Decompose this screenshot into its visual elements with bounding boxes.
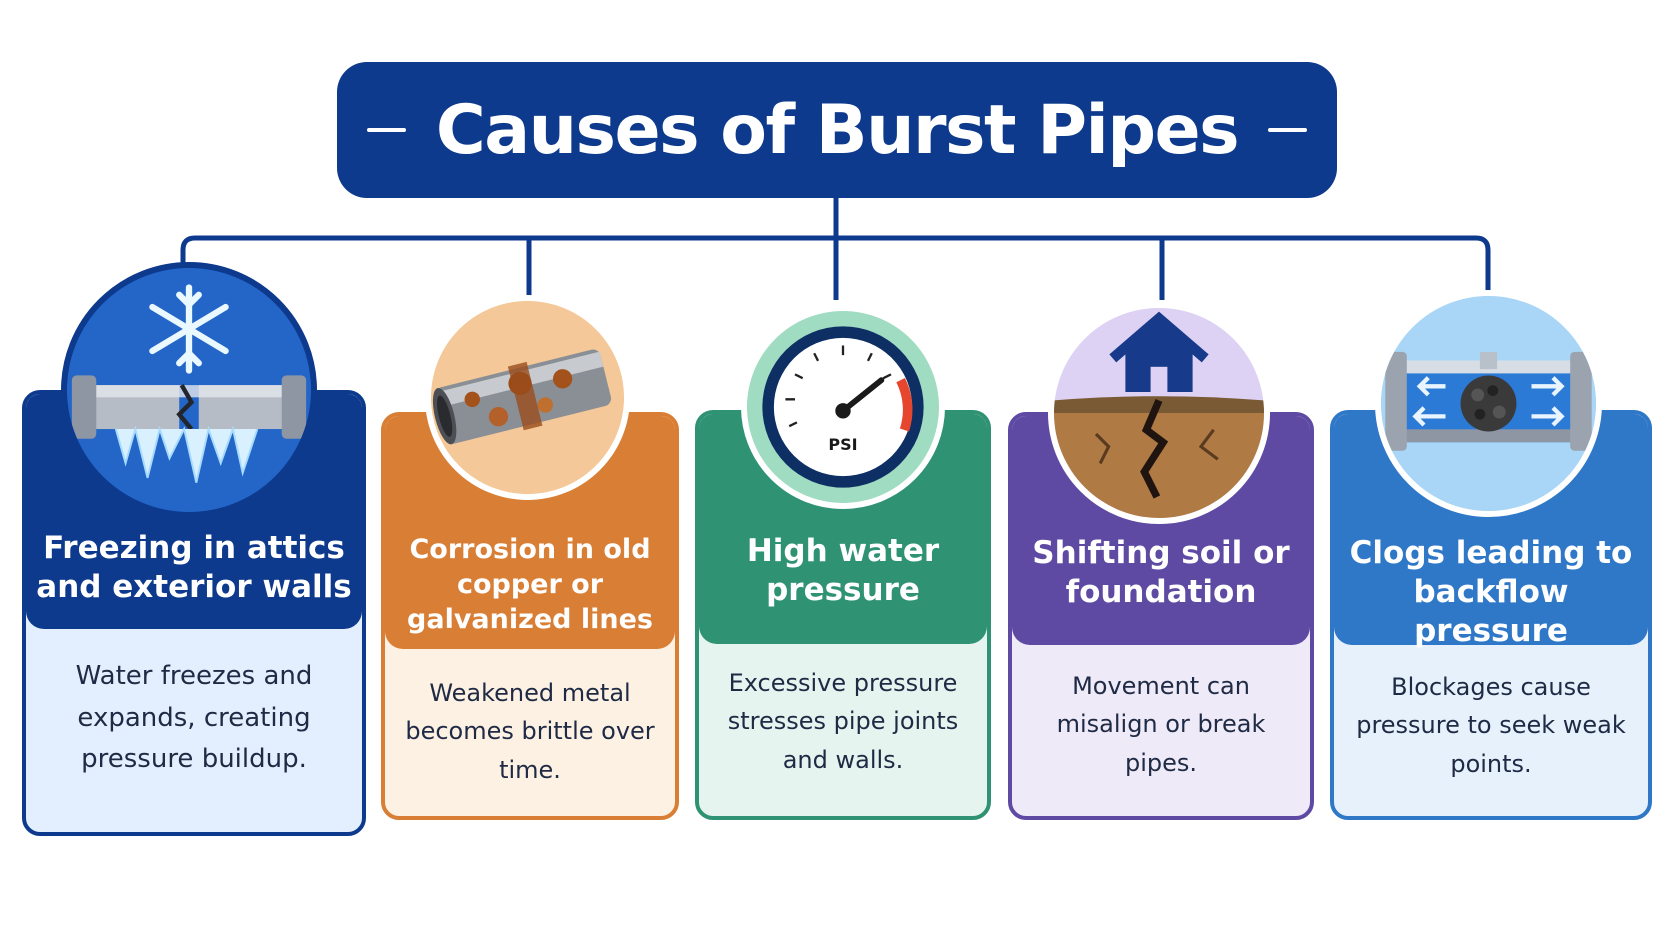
cause-heading: Shifting soil or foundation xyxy=(1032,535,1290,610)
cracked-foundation-icon xyxy=(1048,302,1270,524)
cause-heading: High water pressure xyxy=(746,533,940,608)
clogged-pipe-icon xyxy=(1375,290,1602,517)
title-dash-right xyxy=(1268,128,1307,132)
cause-description: Blockages cause pressure to seek weak po… xyxy=(1356,673,1626,778)
cause-description: Movement can misalign or break pipes. xyxy=(1056,672,1266,777)
title-banner: Causes of Burst Pipes xyxy=(337,62,1337,198)
cause-heading: Freezing in attics and exterior walls xyxy=(36,530,352,605)
corroded-pipe-icon xyxy=(425,295,630,500)
cause-heading: Corrosion in old copper or galvanized li… xyxy=(407,534,653,636)
cause-heading: Clogs leading to backflow pressure xyxy=(1349,535,1633,649)
cause-description: Weakened metal becomes brittle over time… xyxy=(405,679,655,784)
page-title: Causes of Burst Pipes xyxy=(435,90,1240,170)
title-dash-left xyxy=(367,128,406,132)
gauge-label: PSI xyxy=(828,435,858,454)
cause-description: Water freezes and expands, creating pres… xyxy=(75,661,313,775)
cause-card-corrosion: Corrosion in old copper or galvanized li… xyxy=(381,412,679,820)
cause-description: Excessive pressure stresses pipe joints … xyxy=(727,669,959,774)
pressure-gauge-icon: PSI xyxy=(741,305,945,509)
frozen-pipe-icon xyxy=(61,262,317,518)
